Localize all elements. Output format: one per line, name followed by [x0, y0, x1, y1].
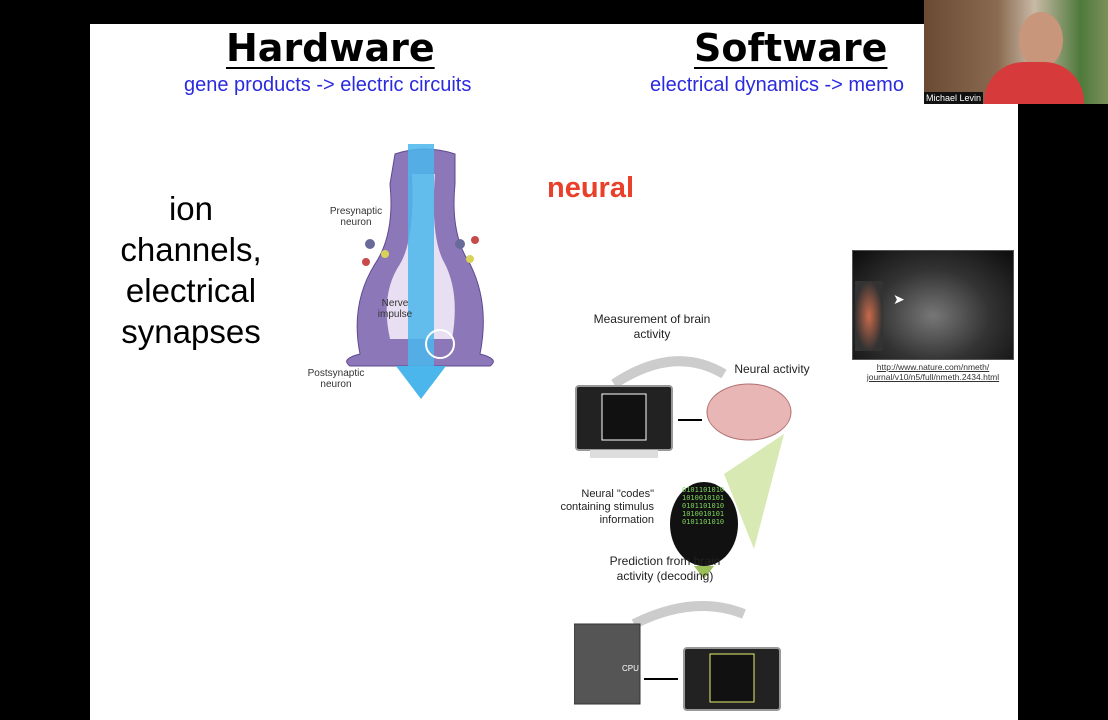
hardware-subtitle: gene products -> electric circuits: [184, 74, 472, 96]
cpu-icon: [574, 623, 641, 705]
link-line[interactable]: http://www.nature.com/nmeth/: [876, 362, 990, 372]
decoding-diagram: [574, 356, 792, 711]
mouse-cursor-icon: ➤: [893, 291, 905, 307]
software-title: Software: [694, 26, 888, 70]
synapse-illustration: [346, 144, 494, 399]
hardware-title: Hardware: [226, 26, 435, 70]
ion-channels-text: ion channels, electrical synapses: [100, 188, 282, 352]
participant-name: Michael Levin: [924, 92, 984, 104]
neural-activity-label: Neural activity: [734, 362, 810, 376]
neural-label: neural: [547, 172, 635, 204]
text-line: ion: [168, 190, 214, 227]
brain-imaging-video[interactable]: ➤: [852, 250, 1014, 360]
link-line[interactable]: journal/v10/n5/full/nmeth.2434.html: [866, 372, 1000, 382]
webcam-video: Michael Levin: [924, 0, 1108, 104]
software-subtitle: electrical dynamics -> memo: [650, 74, 904, 96]
brain-icon: [706, 383, 792, 441]
speaker-shirt: [984, 62, 1084, 104]
measurement-label: Measurement of brain activity: [593, 312, 711, 341]
nerve-impulse-label: Nerve impulse: [377, 298, 413, 320]
presentation-slide: Hardware gene products -> electric circu…: [90, 24, 1018, 720]
text-line: electrical: [125, 272, 257, 309]
text-line: synapses: [121, 313, 261, 350]
text-line: channels,: [120, 231, 262, 268]
cpu-label: CPU: [622, 664, 639, 673]
presynaptic-label: Presynaptic neuron: [329, 206, 383, 228]
postsynaptic-label: Postsynaptic neuron: [307, 368, 365, 390]
speaker-face: [1019, 12, 1063, 68]
prediction-label: Prediction from brain activity (decoding…: [609, 554, 721, 583]
neural-codes-label: Neural "codes" containing stimulus infor…: [560, 488, 654, 526]
nature-link[interactable]: http://www.nature.com/nmeth/ journal/v10…: [852, 362, 1014, 382]
binary-code: 0101101010 1010010101 0101101010 1010010…: [682, 486, 725, 526]
